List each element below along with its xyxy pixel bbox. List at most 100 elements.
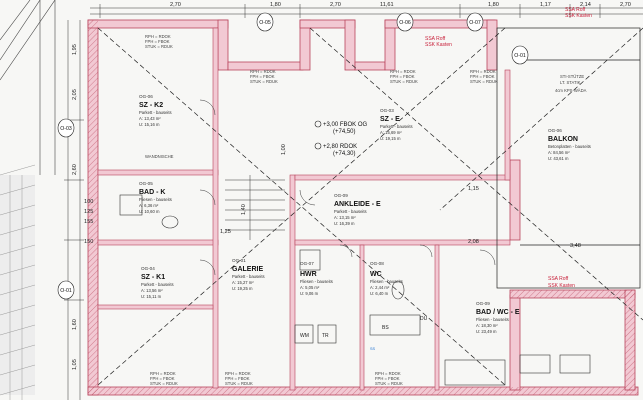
svg-text:Parkett - bauseits: Parkett - bauseits <box>334 209 367 214</box>
left-dimension-line <box>64 20 84 400</box>
dim-top-6: 1,17 <box>540 2 551 8</box>
dim-top-1: 2,70 <box>170 2 181 8</box>
dim-top-3: 2,70 <box>330 2 341 8</box>
svg-text:STUK = RDUK: STUK = RDUK <box>150 381 178 386</box>
finish-notes-bottom: RPH = RDOK FPH = FBOK STUK = RDUK RPH = … <box>150 371 403 386</box>
svg-text:U: 15,16 m: U: 15,16 m <box>139 122 160 127</box>
room-name: BAD - K <box>139 189 165 196</box>
svg-text:A: 13,43 m²: A: 13,43 m² <box>139 116 161 121</box>
axis-marker-top-1: O-05 <box>256 12 274 32</box>
svg-text:U: 10,60 m: U: 10,60 m <box>139 209 160 214</box>
exterior-wall-hatch <box>88 20 638 395</box>
finish-notes-sz-k2: RPH = RDOK FPH = FBOK STUK = RDUK <box>145 34 173 49</box>
level-fbok: +3,00 FBOK OG <box>323 122 368 128</box>
svg-text:U: 16,39 m: U: 16,39 m <box>334 221 355 226</box>
svg-text:RPH = RDOK: RPH = RDOK <box>145 34 171 39</box>
room-sz-k1: OG-04 SZ - K1 Parkett - bauseits A: 13,5… <box>141 266 174 299</box>
tr-label: TR <box>322 333 329 339</box>
level-fbok-sub: (+74,50) <box>333 129 356 135</box>
svg-text:OG-06: OG-06 <box>548 128 562 133</box>
wandniche-label: WANDNISCHE <box>145 154 174 159</box>
svg-text:RPH = RDOK: RPH = RDOK <box>250 69 276 74</box>
svg-text:O-01: O-01 <box>60 288 72 294</box>
level-rdok-sub: (+74,30) <box>333 151 356 157</box>
axis-marker-top-4: O-01 <box>511 45 529 65</box>
dim-left-1: 1,95 <box>72 44 78 55</box>
svg-text:STUK = RDUK: STUK = RDUK <box>470 79 498 84</box>
svg-text:Parkett - bauseits: Parkett - bauseits <box>139 110 172 115</box>
svg-text:O-03: O-03 <box>60 126 72 132</box>
dim-top-4: 11,61 <box>380 2 394 8</box>
ssa-roff-mid: SSA Roff <box>425 36 446 42</box>
svg-text:STUK = RDUK: STUK = RDUK <box>225 381 253 386</box>
dim-left-5: 1,60 <box>72 319 78 330</box>
du-label: DU <box>420 316 428 322</box>
svg-text:RPH = RDOK: RPH = RDOK <box>150 371 176 376</box>
bs-label: BS <box>382 325 389 331</box>
balcony-outline <box>496 27 641 289</box>
room-name: WC <box>370 271 382 278</box>
room-sz-k2: OG-06 SZ - K2 Parkett - bauseits A: 13,4… <box>139 94 172 127</box>
dim-mid-2: 2,08 <box>468 239 479 245</box>
svg-text:FPH = FBOK: FPH = FBOK <box>375 376 400 381</box>
room-name: HWR <box>300 271 317 278</box>
svg-text:OG-08: OG-08 <box>370 261 384 266</box>
dim-top-8: 2,70 <box>620 2 631 8</box>
dim-left-6: 1,05 <box>72 359 78 370</box>
svg-text:OG-03: OG-03 <box>380 108 394 113</box>
dim-left-3: 1,40 <box>241 204 247 215</box>
svg-text:U: 15,11 m: U: 15,11 m <box>141 294 162 299</box>
svg-text:OG-01: OG-01 <box>232 258 246 263</box>
svg-text:A: 6,36 m²: A: 6,36 m² <box>139 203 159 208</box>
svg-text:U: 9,06 m: U: 9,06 m <box>300 291 319 296</box>
svg-text:RPH = RDOK: RPH = RDOK <box>390 69 416 74</box>
ssa-roff-top: SSA Roff <box>565 7 586 13</box>
svg-text:Fliesen - bauseits: Fliesen - bauseits <box>476 317 509 322</box>
ssa-roff-right: SSA Roff <box>548 276 569 282</box>
room-bad-wc-e: OG-09 BAD / WC - E Fliesen - bauseits A:… <box>476 301 520 334</box>
level-marker: +3,00 FBOK OG (+74,50) +2,80 RDOK (+74,3… <box>314 120 368 157</box>
room-bad-k: OG-05 BAD - K Fliesen - bauseits A: 6,36… <box>139 181 172 214</box>
svg-text:U: 6,40 m: U: 6,40 m <box>370 291 389 296</box>
staircase <box>225 175 285 240</box>
room-hwr: OG-07 HWR Fliesen - bauseits A: 5,05 m² … <box>300 261 333 296</box>
axis-marker-left-1: O-03 <box>57 118 75 138</box>
top-dimensions: 2,70 1,80 2,70 11,61 1,80 1,17 2,14 2,70 <box>170 2 631 8</box>
mid-dimensions: 3,48 2,08 1,25 1,15 <box>220 186 581 249</box>
room-wc: OG-08 WC Fliesen - bauseits A: 2,44 m² U… <box>370 261 403 296</box>
dim-top-5: 1,80 <box>488 2 499 8</box>
svg-text:OG-07: OG-07 <box>300 261 314 266</box>
svg-text:STUK = RDUK: STUK = RDUK <box>145 44 173 49</box>
axis-marker-top-3: O-07 <box>466 12 484 32</box>
svg-text:O-05: O-05 <box>259 20 271 26</box>
dim-left-9: 125 <box>84 209 93 215</box>
room-name: SZ - K1 <box>141 274 165 281</box>
svg-text:A: 13,15 m²: A: 13,15 m² <box>334 215 356 220</box>
dim-top-2: 1,80 <box>270 2 281 8</box>
svg-text:FPH = FBOK: FPH = FBOK <box>470 74 495 79</box>
svg-text:Fliesen - bauseits: Fliesen - bauseits <box>139 197 172 202</box>
misc-annotations: STI-STÜTZE LT. STATIK 4cm KPS-WÄDA WANDN… <box>145 74 587 351</box>
svg-text:RPH = RDOK: RPH = RDOK <box>225 371 251 376</box>
ssk-kasten-top: SSK Kasten <box>565 13 592 19</box>
roof-ridge-lines <box>97 27 643 386</box>
svg-text:A: 15,69 m²: A: 15,69 m² <box>380 130 402 135</box>
room-ankleide-e: OG-09 ANKLEIDE - E Parkett - bauseits A:… <box>334 193 381 226</box>
svg-text:FPH = FBOK: FPH = FBOK <box>150 376 175 381</box>
svg-text:A: 84,56 m²: A: 84,56 m² <box>548 150 570 155</box>
roof-lines <box>0 0 56 175</box>
terrace-hatch-area <box>0 164 36 400</box>
dim-mid-1: 3,48 <box>570 243 581 249</box>
svg-text:U: 43,61 m: U: 43,61 m <box>548 156 569 161</box>
svg-text:OG-05: OG-05 <box>139 181 153 186</box>
svg-text:O-07: O-07 <box>469 20 481 26</box>
dim-left-11: 150 <box>84 239 93 245</box>
svg-text:O-06: O-06 <box>399 20 411 26</box>
svg-text:A: 13,56 m²: A: 13,56 m² <box>141 288 163 293</box>
lt-statik-label: LT. STATIK <box>560 80 581 85</box>
room-balkon: OG-06 BALKON Betonplatten - bauseits A: … <box>548 128 591 161</box>
svg-text:RPH = RDOK: RPH = RDOK <box>470 69 496 74</box>
wm-label: WM <box>300 333 309 339</box>
svg-text:U: 23,49 m: U: 23,49 m <box>476 329 497 334</box>
room-name: ANKLEIDE - E <box>334 201 381 208</box>
